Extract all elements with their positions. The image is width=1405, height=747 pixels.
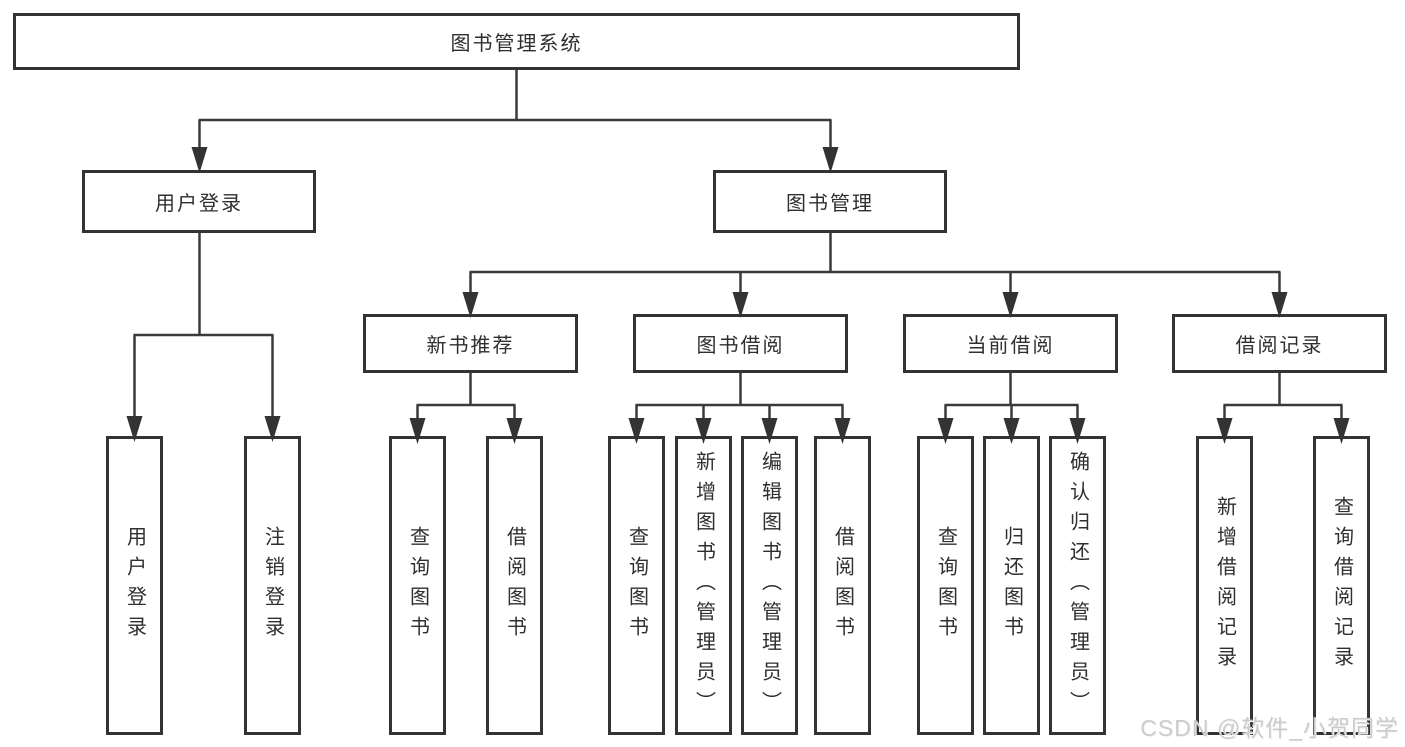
node-borrowing-records: 借阅记录 [1172, 314, 1387, 373]
node-label: 图书借阅 [696, 335, 785, 357]
connector-book-borrowing-children [628, 373, 851, 444]
leaf-add-borrow-record: 新增借阅记录 [1196, 436, 1253, 735]
connector-new-book-recommend-children [409, 373, 523, 444]
node-label: 用户登录 [155, 193, 243, 215]
node-current-borrowing: 当前借阅 [903, 314, 1118, 373]
connector-path [416, 373, 516, 422]
leaf-logout: 注销登录 [244, 436, 301, 735]
node-label: 查询图书 [625, 525, 648, 646]
leaf-confirm-return-admin: 确认归还（管理员） [1049, 436, 1106, 735]
connector-path [635, 373, 844, 422]
leaf-user-login: 用户登录 [106, 436, 163, 735]
leaf-query-books-borrowing: 查询图书 [608, 436, 665, 735]
node-label: 查询图书 [406, 525, 429, 646]
node-label: 归还图书 [1000, 525, 1023, 646]
node-label: 图书管理系统 [450, 33, 583, 55]
node-label: 新增图书（管理员） [692, 450, 715, 721]
node-book-management: 图书管理 [713, 170, 947, 233]
connector-current-borrowing-children [937, 373, 1086, 444]
node-label: 借阅图书 [831, 525, 854, 646]
node-label: 确认归还（管理员） [1066, 450, 1089, 721]
connector-path [133, 233, 274, 420]
node-library-management-system: 图书管理系统 [13, 13, 1020, 70]
node-label: 用户登录 [123, 525, 146, 646]
node-label: 查询图书 [934, 525, 957, 646]
connector-book-management-children [462, 233, 1288, 318]
node-label: 新书推荐 [426, 335, 515, 357]
node-label: 编辑图书（管理员） [758, 450, 781, 721]
connector-path [198, 70, 832, 150]
node-new-book-recommend: 新书推荐 [363, 314, 578, 373]
csdn-watermark: CSDN @软件_小贺同学 [1140, 715, 1399, 741]
node-label: 借阅记录 [1235, 335, 1324, 357]
node-book-borrowing: 图书借阅 [633, 314, 848, 373]
leaf-query-borrow-record: 查询借阅记录 [1313, 436, 1370, 735]
node-label: 图书管理 [786, 193, 874, 215]
connector-path [1223, 373, 1343, 422]
node-label: 当前借阅 [966, 335, 1055, 357]
connector-root-to-level2 [191, 70, 839, 173]
leaf-return-books: 归还图书 [983, 436, 1040, 735]
leaf-query-books-recommend: 查询图书 [389, 436, 446, 735]
connector-path [944, 373, 1079, 422]
leaf-add-books-admin: 新增图书（管理员） [675, 436, 732, 735]
leaf-borrow-books-recommend: 借阅图书 [486, 436, 543, 735]
leaf-borrow-books: 借阅图书 [814, 436, 871, 735]
leaf-edit-books-admin: 编辑图书（管理员） [741, 436, 798, 735]
connector-path [469, 233, 1281, 296]
node-user-login: 用户登录 [82, 170, 316, 233]
node-label: 查询借阅记录 [1330, 495, 1353, 676]
connector-user-login-children [126, 233, 281, 442]
node-label: 新增借阅记录 [1213, 495, 1236, 676]
leaf-query-books-current: 查询图书 [917, 436, 974, 735]
node-label: 借阅图书 [503, 525, 526, 646]
connector-borrowing-records-children [1216, 373, 1350, 444]
node-label: 注销登录 [261, 525, 284, 646]
